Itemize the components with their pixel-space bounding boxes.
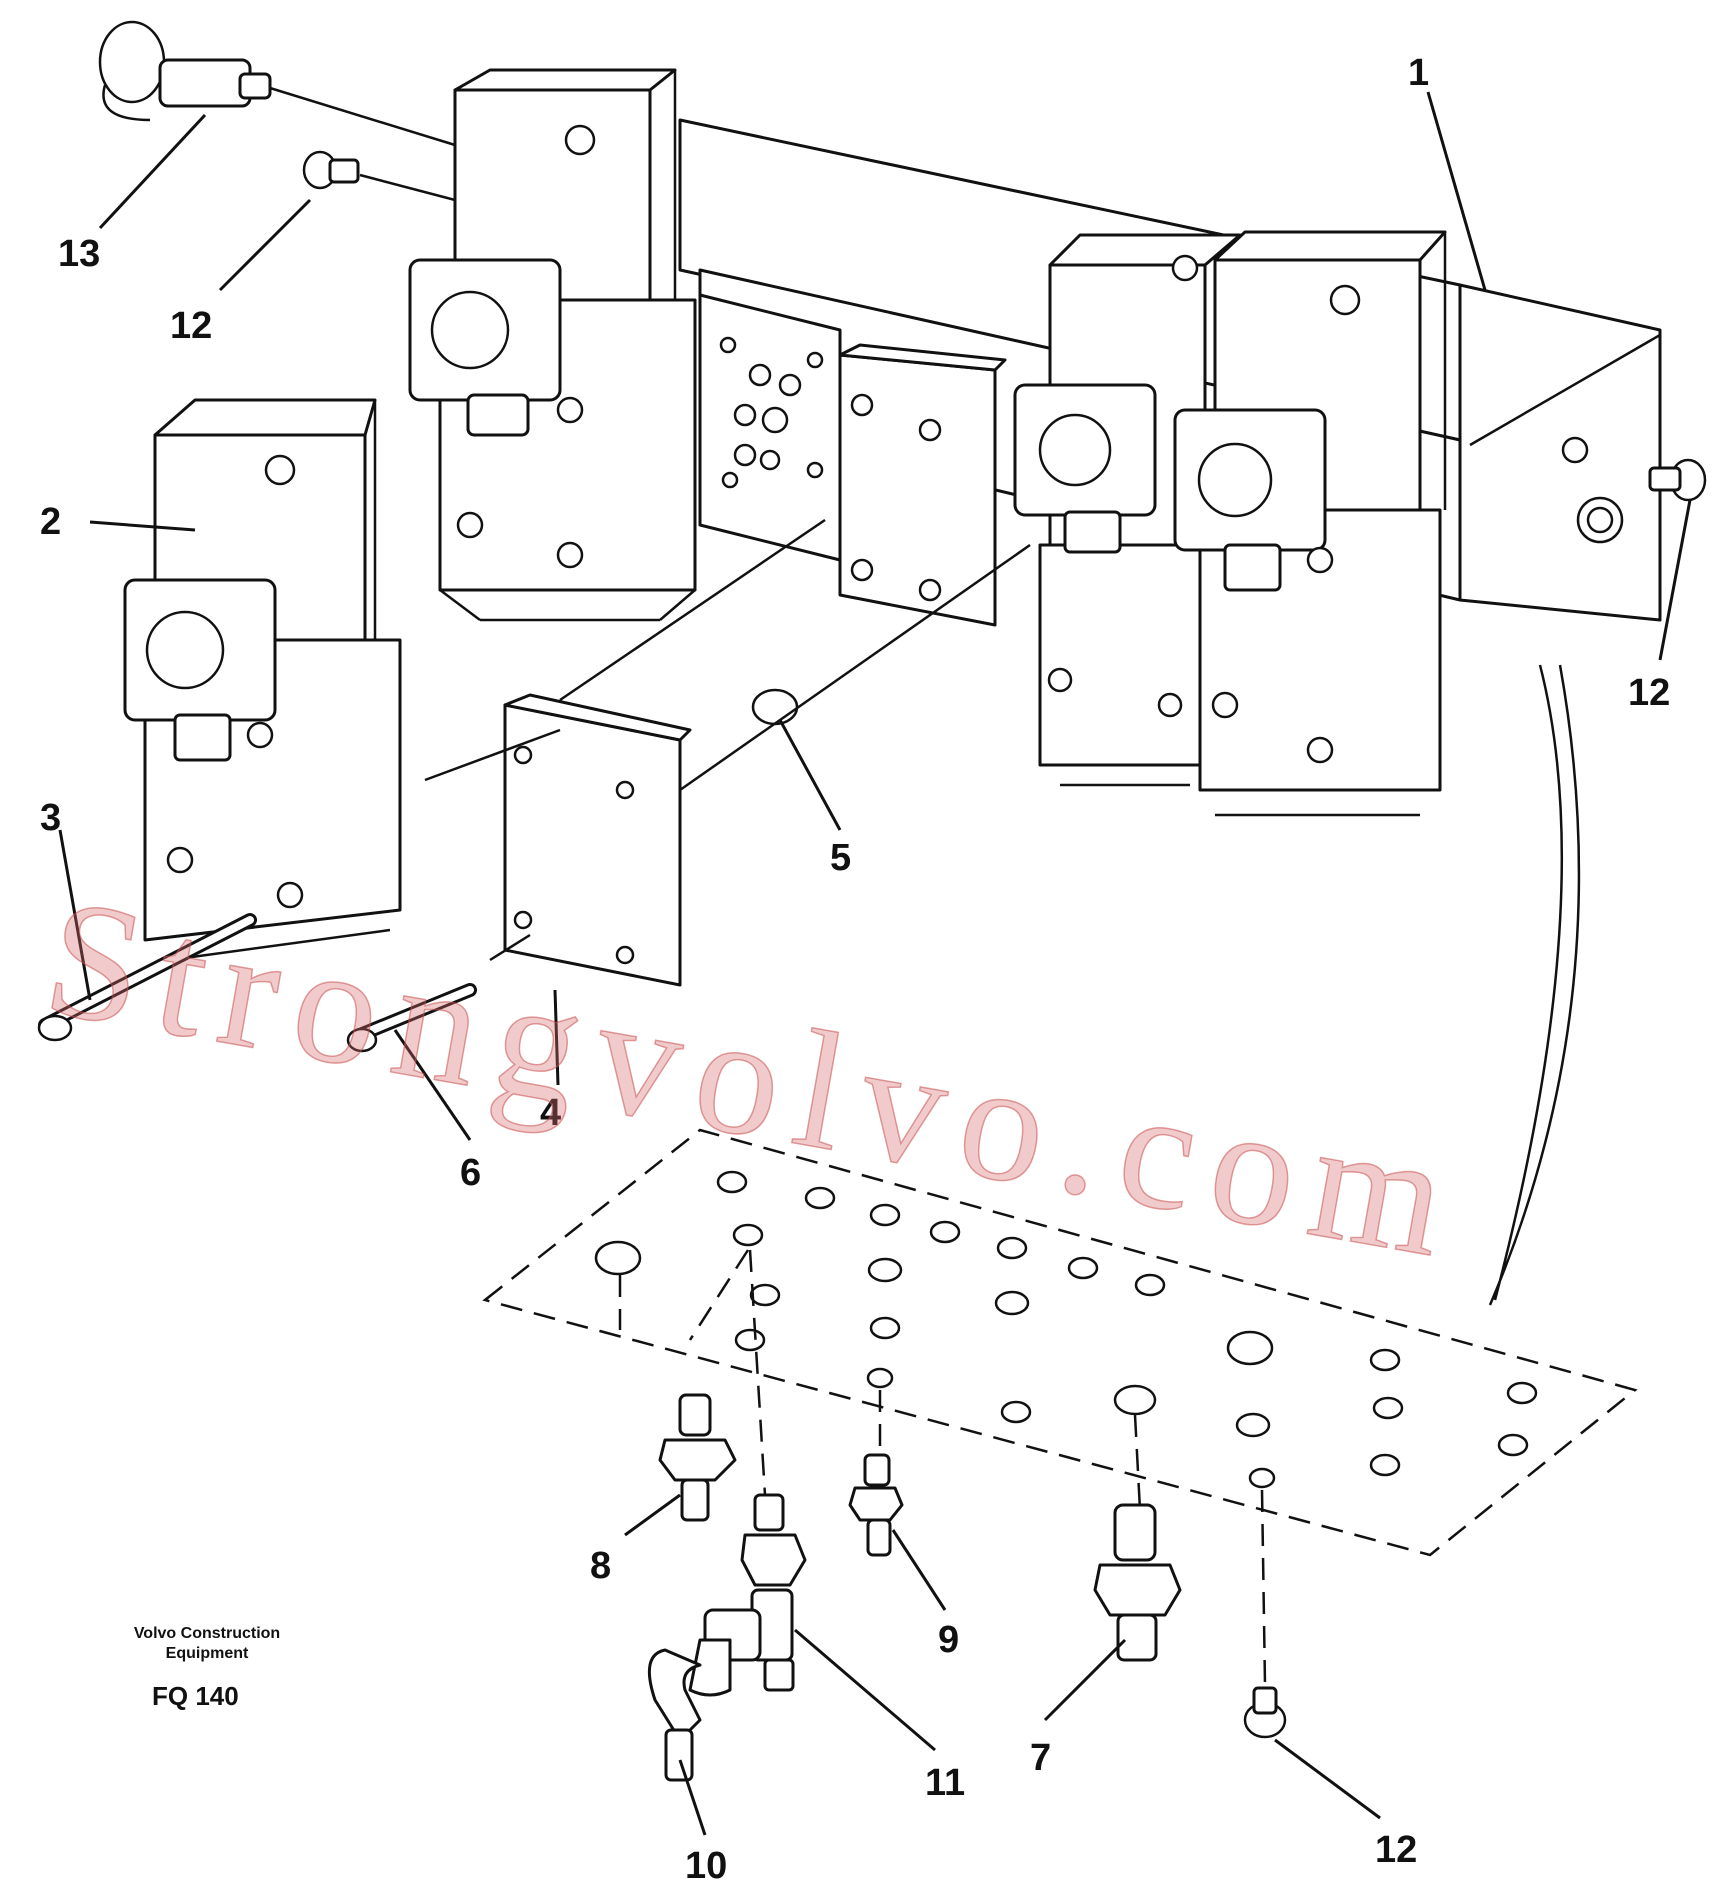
solenoid-valve-right-1 bbox=[1013, 233, 1242, 787]
callout-12-bottom: 12 bbox=[1375, 1829, 1417, 1871]
callout-7: 7 bbox=[1030, 1737, 1051, 1779]
fitting-10 bbox=[647, 1638, 732, 1782]
fitting-11 bbox=[703, 1493, 807, 1692]
mounted-cover-plate bbox=[838, 343, 1007, 627]
callout-6: 6 bbox=[460, 1152, 481, 1194]
o-ring bbox=[751, 688, 799, 726]
port-face bbox=[698, 293, 842, 562]
callout-11: 11 bbox=[925, 1762, 965, 1804]
solenoid-valve-exploded bbox=[123, 398, 402, 962]
test-coupling bbox=[98, 20, 272, 122]
plug-right bbox=[1648, 458, 1707, 502]
figure-code: FQ 140 bbox=[152, 1681, 239, 1711]
callout-9: 9 bbox=[938, 1619, 959, 1661]
fitting-8 bbox=[658, 1393, 737, 1522]
callout-2: 2 bbox=[40, 501, 61, 543]
company-name-line1: Volvo Construction bbox=[134, 1625, 280, 1642]
solenoid-valve-upper bbox=[408, 68, 697, 622]
footer: Volvo Construction Equipment FQ 140 bbox=[134, 1625, 280, 1711]
fitting-7 bbox=[1093, 1503, 1182, 1662]
callout-3: 3 bbox=[40, 797, 61, 839]
cover-plate-exploded bbox=[503, 693, 692, 987]
dashed-port-plate bbox=[482, 1128, 1638, 1686]
solenoid-valve-right-2 bbox=[1173, 230, 1447, 817]
block-to-plate-guide bbox=[1488, 664, 1581, 1306]
callout-12-right: 12 bbox=[1628, 672, 1670, 714]
company-name-line2: Equipment bbox=[166, 1645, 249, 1662]
callout-12-top: 12 bbox=[170, 305, 212, 347]
callout-5: 5 bbox=[830, 837, 851, 879]
callout-8: 8 bbox=[590, 1545, 611, 1587]
leader-lines bbox=[58, 91, 1692, 1836]
callout-13: 13 bbox=[58, 233, 100, 275]
alignment-lines bbox=[269, 86, 1031, 962]
fitting-9 bbox=[848, 1453, 904, 1557]
screw-long bbox=[37, 913, 257, 1042]
callout-1: 1 bbox=[1408, 52, 1429, 94]
callout-10: 10 bbox=[685, 1845, 727, 1883]
plug-top bbox=[302, 150, 360, 190]
callout-numbers: 1 2 3 4 5 6 7 8 9 10 11 12 12 12 13 bbox=[40, 52, 1670, 1883]
callout-4: 4 bbox=[540, 1092, 561, 1134]
screw-short bbox=[346, 983, 477, 1053]
plug-bottom bbox=[1243, 1686, 1287, 1739]
